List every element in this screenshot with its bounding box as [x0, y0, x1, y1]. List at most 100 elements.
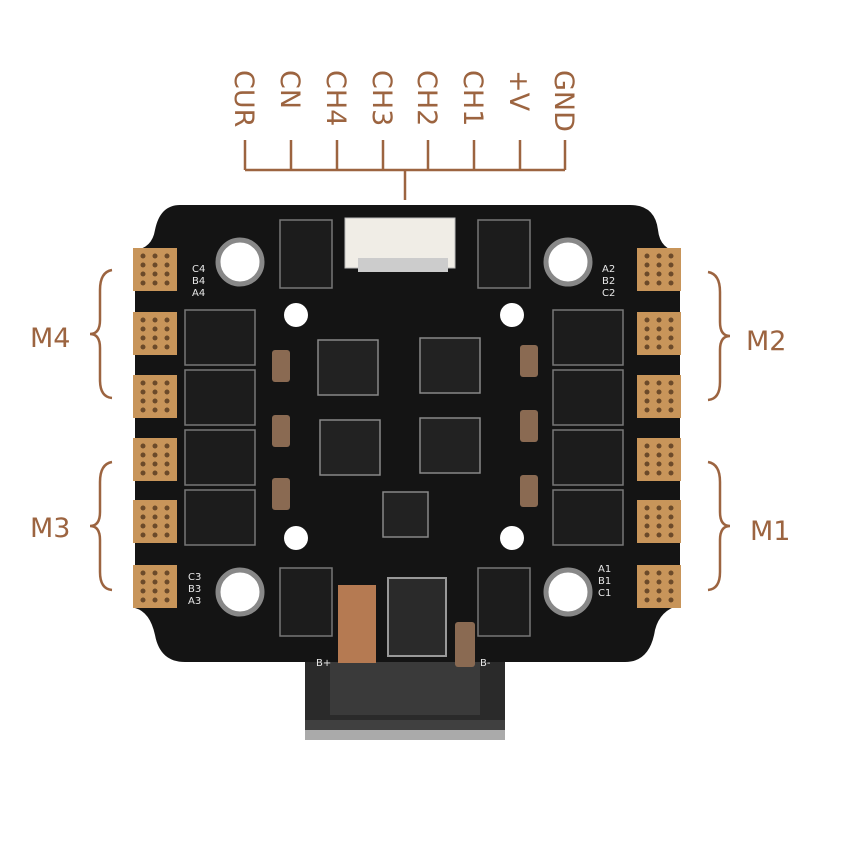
via — [644, 597, 650, 603]
via — [140, 579, 146, 585]
via — [656, 271, 662, 277]
via — [668, 579, 674, 585]
signal-connector — [344, 217, 456, 272]
svg-text:C3: C3 — [188, 572, 201, 583]
via — [644, 514, 650, 520]
silkscreen: C4 B4 A4 A2 B2 C2 C3 B3 A3 A1 B1 C1 B+ B… — [188, 264, 615, 669]
via — [152, 505, 158, 511]
svg-text:A1: A1 — [598, 564, 611, 575]
via — [644, 452, 650, 458]
via — [644, 344, 650, 350]
via — [656, 253, 662, 259]
via — [668, 514, 674, 520]
via — [140, 280, 146, 286]
via — [152, 317, 158, 323]
via — [140, 326, 146, 332]
via — [644, 335, 650, 341]
via — [644, 280, 650, 286]
inductor — [338, 577, 475, 667]
via — [140, 317, 146, 323]
capacitors — [272, 345, 538, 510]
via — [644, 470, 650, 476]
via — [656, 514, 662, 520]
via — [140, 398, 146, 404]
via — [140, 271, 146, 277]
svg-text:B2: B2 — [602, 276, 615, 287]
via — [668, 344, 674, 350]
via — [164, 597, 170, 603]
svg-text:B1: B1 — [598, 576, 611, 587]
pin-bracket — [243, 140, 567, 200]
via — [140, 452, 146, 458]
via — [152, 461, 158, 467]
via — [656, 280, 662, 286]
via — [164, 253, 170, 259]
via — [164, 407, 170, 413]
via — [656, 326, 662, 332]
via — [164, 317, 170, 323]
mosfets — [184, 219, 624, 637]
via — [140, 461, 146, 467]
via — [668, 271, 674, 277]
via — [164, 514, 170, 520]
via — [656, 398, 662, 404]
svg-text:A4: A4 — [192, 288, 205, 299]
via — [668, 570, 674, 576]
via — [656, 532, 662, 538]
via — [152, 262, 158, 268]
via — [140, 523, 146, 529]
via — [164, 588, 170, 594]
via — [164, 335, 170, 341]
via — [668, 443, 674, 449]
via — [140, 597, 146, 603]
svg-text:C1: C1 — [598, 588, 611, 599]
via — [152, 523, 158, 529]
via — [644, 398, 650, 404]
via — [164, 470, 170, 476]
via — [656, 579, 662, 585]
via — [140, 532, 146, 538]
via — [152, 271, 158, 277]
via — [644, 262, 650, 268]
via — [164, 452, 170, 458]
svg-text:B4: B4 — [192, 276, 205, 287]
via — [656, 452, 662, 458]
via — [644, 523, 650, 529]
via — [140, 407, 146, 413]
via — [152, 253, 158, 259]
via — [164, 280, 170, 286]
via — [644, 461, 650, 467]
via — [656, 317, 662, 323]
via — [668, 317, 674, 323]
pin-label-4: CH2 — [411, 70, 442, 126]
via — [644, 407, 650, 413]
via — [140, 588, 146, 594]
via — [668, 452, 674, 458]
svg-text:B-: B- — [480, 658, 491, 669]
via — [656, 335, 662, 341]
via — [668, 523, 674, 529]
motor-annotations: M4 M3 M2 M1 — [30, 268, 790, 592]
svg-text:C4: C4 — [192, 264, 205, 275]
via — [644, 317, 650, 323]
via — [152, 335, 158, 341]
m1-label: M1 — [750, 516, 790, 547]
via — [164, 271, 170, 277]
via — [152, 570, 158, 576]
via — [668, 505, 674, 511]
via — [644, 532, 650, 538]
via — [668, 389, 674, 395]
svg-text:B3: B3 — [188, 584, 201, 595]
pin-label-3: CH3 — [366, 70, 397, 126]
pin-label-2: CH4 — [320, 70, 351, 126]
via — [668, 326, 674, 332]
via — [152, 407, 158, 413]
via — [164, 532, 170, 538]
via — [164, 579, 170, 585]
via — [140, 470, 146, 476]
via — [152, 588, 158, 594]
pin-label-0: CUR — [228, 70, 259, 127]
via — [644, 588, 650, 594]
